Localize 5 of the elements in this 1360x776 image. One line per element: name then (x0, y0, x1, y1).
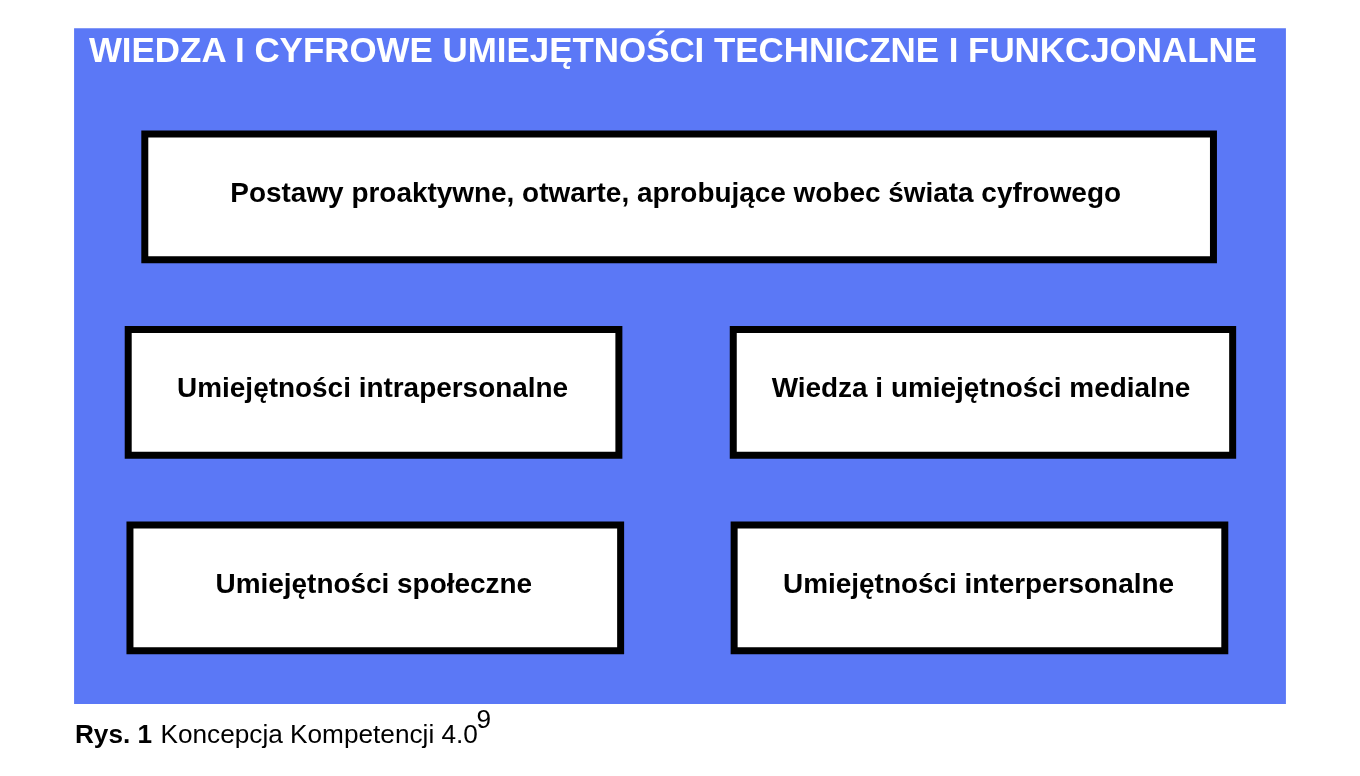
node-box: Wiedza i umiejętności medialne (729, 326, 1237, 459)
node-box: Umiejętności intrapersonalne (124, 326, 623, 459)
node-box: Postawy proaktywne, otwarte, aprobujące wobec świata cyfrowego (141, 130, 1217, 264)
node-box: Umiejętności społeczne (126, 521, 625, 655)
node-box: Umiejętności interpersonalne (730, 521, 1229, 655)
